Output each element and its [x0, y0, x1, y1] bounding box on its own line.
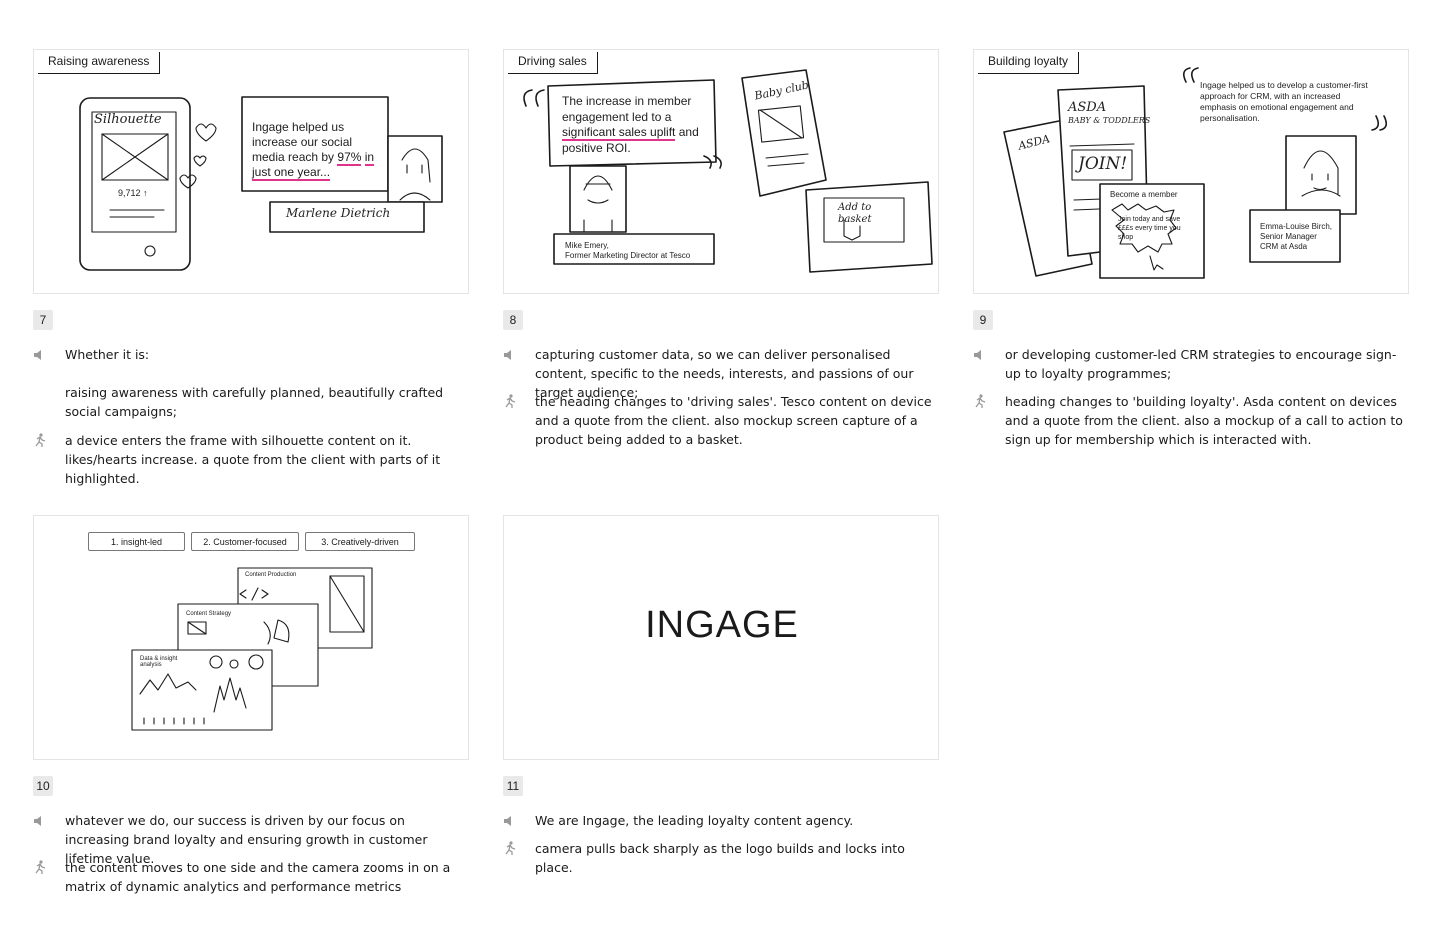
storyboard-frame-8: Driving sales The increase in member eng…: [503, 49, 939, 294]
voiceover-row: whatever we do, our success is driven by…: [33, 811, 469, 868]
client-quote: The increase in member engagement led to…: [562, 94, 712, 156]
join-label: JOIN!: [1078, 154, 1128, 174]
voiceover-line: We are Ingage, the leading loyalty conte…: [535, 813, 854, 828]
voiceover-line: raising awareness with carefully planned…: [65, 385, 444, 419]
action-row: a device enters the frame with silhouett…: [33, 431, 469, 488]
pill-creatively-driven: 3. Creatively-driven: [305, 532, 415, 551]
person-name: Mike Emery,: [565, 241, 609, 250]
voiceover-row: We are Ingage, the leading loyalty conte…: [503, 811, 939, 831]
frame-number: 9: [973, 310, 993, 330]
panel-heading: Raising awareness: [38, 52, 161, 74]
action-row: the heading changes to 'driving sales'. …: [503, 392, 939, 449]
sketch-analytics: [131, 567, 373, 731]
voiceover-row: capturing customer data, so we can deliv…: [503, 345, 939, 402]
card-title: Content Production: [245, 572, 297, 578]
frame-number: 11: [503, 776, 523, 796]
running-figure-icon: [505, 841, 516, 855]
frame-number: 8: [503, 310, 523, 330]
speaker-icon: [504, 350, 511, 360]
sketch-loyalty: [1003, 67, 1388, 279]
sketch-sales: [523, 69, 933, 273]
quote-text: and positive ROI.: [562, 125, 699, 155]
running-figure-icon: [505, 394, 516, 408]
pill-insight-led: 1. insight-led: [88, 532, 185, 551]
action-row: heading changes to 'building loyalty'. A…: [973, 392, 1409, 449]
action-text: camera pulls back sharply as the logo bu…: [535, 841, 905, 875]
quote-highlight: significant sales uplift: [562, 125, 676, 141]
speaker-icon: [34, 350, 41, 360]
pill-customer-focused: 2. Customer-focused: [191, 532, 299, 551]
action-text: heading changes to 'building loyalty'. A…: [1005, 394, 1403, 447]
likes-count: 9,712 ↑: [118, 188, 148, 198]
quote-text: The increase in member engagement led to…: [562, 94, 692, 124]
running-figure-icon: [35, 860, 46, 874]
running-figure-icon: [35, 433, 46, 447]
voiceover-line: Whether it is:: [65, 347, 150, 362]
speaker-icon: [34, 816, 41, 826]
card-title: Content Strategy: [186, 611, 232, 617]
basket-label: Add to basket: [838, 202, 872, 225]
card-title: Data & insight analysis: [140, 656, 178, 668]
voiceover-line: capturing customer data, so we can deliv…: [535, 347, 914, 400]
voiceover-line: whatever we do, our success is driven by…: [65, 813, 428, 866]
ingage-logo: INGAGE: [645, 604, 799, 646]
client-quote: Ingage helped us increase our social med…: [252, 120, 382, 181]
member-text: Join today and save £££s every time you …: [1118, 216, 1181, 241]
action-row: the content moves to one side and the ca…: [33, 858, 469, 896]
storyboard-frame-10: 1. insight-led 2. Customer-focused 3. Cr…: [33, 515, 469, 760]
action-text: the heading changes to 'driving sales'. …: [535, 394, 932, 447]
voiceover-row: or developing customer-led CRM strategie…: [973, 345, 1409, 383]
person-name: Emma-Louise Birch,: [1260, 222, 1333, 231]
voiceover-line: or developing customer-led CRM strategie…: [1005, 347, 1397, 381]
speaker-icon: [974, 350, 981, 360]
quote-text: Ingage helped us increase our social med…: [252, 120, 353, 164]
person-title: Former Marketing Director at Tesco: [565, 251, 691, 260]
brand-sub-label: BABY & TODDLERS: [1068, 116, 1151, 125]
voiceover-row: Whether it is: raising awareness with car…: [33, 345, 469, 421]
storyboard-frame-9: Building loyalty ASDA ASDA BABY & TODDLE…: [973, 49, 1409, 294]
brand-label: ASDA: [1068, 100, 1107, 115]
quote-highlight-2: in just one year...: [252, 150, 375, 181]
storyboard-frame-7: Raising awareness Silhouette 9,712 ↑ Ing…: [33, 49, 469, 294]
action-text: a device enters the frame with silhouett…: [65, 433, 441, 486]
action-row: camera pulls back sharply as the logo bu…: [503, 839, 939, 877]
frame-number: 10: [33, 776, 53, 796]
storyboard-frame-11: INGAGE: [503, 515, 939, 760]
quote-author: Marlene Dietrich: [286, 206, 391, 220]
panel-heading: Building loyalty: [978, 52, 1080, 74]
person-title: Senior Manager CRM at Asda: [1260, 232, 1317, 251]
client-quote: Ingage helped us to develop a customer-f…: [1200, 80, 1368, 123]
frame-number: 7: [33, 310, 53, 330]
action-text: the content moves to one side and the ca…: [65, 860, 451, 894]
panel-heading: Driving sales: [508, 52, 598, 74]
quote-highlight-1: 97%: [337, 150, 362, 166]
member-title: Become a member: [1110, 190, 1178, 199]
sketch-awareness: [79, 96, 443, 271]
running-figure-icon: [975, 394, 986, 408]
device-label: Silhouette: [94, 112, 162, 127]
speaker-icon: [504, 816, 511, 826]
